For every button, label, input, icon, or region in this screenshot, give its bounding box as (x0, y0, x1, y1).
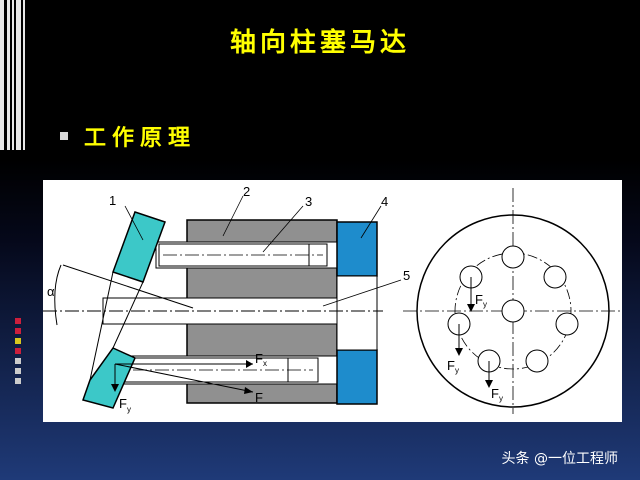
force-fx-arrow (246, 360, 253, 368)
decorative-left-bars (0, 0, 26, 480)
leader-5 (322, 279, 402, 307)
label-part-4: 4 (381, 194, 388, 209)
swash-plate-lower (82, 347, 136, 409)
bore-2 (543, 265, 567, 289)
leader-3 (262, 205, 304, 253)
label-fx-sub: x (263, 359, 267, 368)
label-fy-left-sub: y (127, 405, 131, 414)
swash-plate-edge (89, 271, 114, 381)
valve-plate-upper (336, 221, 378, 277)
bullet-text: 工作原理 (84, 125, 197, 151)
bore-4 (525, 349, 549, 373)
bullet-item: 工作原理 (60, 120, 196, 152)
valve-plate-gap (336, 275, 378, 351)
force-fy-r3-arrow (485, 380, 493, 388)
label-fy-right-c: F (491, 386, 499, 401)
label-part-2: 2 (243, 184, 250, 199)
label-fy-right-a: F (475, 292, 483, 307)
force-fy-arrow (111, 384, 119, 392)
motor-diagram: 1 2 3 4 5 α F x F F y (43, 180, 622, 422)
tilt-line (62, 264, 194, 309)
label-fy-right-b: F (447, 358, 455, 373)
watermark: 头条 @一位工程师 (501, 451, 618, 467)
cylinder-end-view: F y F y F y (403, 188, 621, 414)
motor-diagram-svg: 1 2 3 4 5 α F x F F y (43, 184, 621, 414)
force-f-arrow (244, 387, 253, 394)
label-fy-right-b-sub: y (455, 366, 459, 375)
label-fx: F (255, 351, 263, 366)
center-bore (501, 299, 525, 323)
leader-1 (124, 205, 144, 241)
alpha-arc (54, 264, 62, 326)
label-part-3: 3 (305, 194, 312, 209)
bullet-square-icon (60, 132, 68, 140)
valve-plate-lower (336, 349, 378, 405)
side-color-marks (15, 318, 23, 388)
label-alpha: α (47, 284, 55, 299)
force-fy-r2-arrow (455, 348, 463, 356)
label-part-1: 1 (109, 193, 116, 208)
swash-plate-edge-2 (112, 281, 144, 349)
bore-1 (501, 245, 525, 269)
label-f: F (255, 390, 263, 405)
bore-3 (555, 312, 579, 336)
force-f-line (114, 363, 254, 393)
leader-2 (222, 195, 244, 237)
label-fy-right-a-sub: y (483, 300, 487, 309)
slide-title: 轴向柱塞马达 (229, 28, 410, 58)
leader-4 (360, 205, 382, 239)
label-part-5: 5 (403, 268, 410, 283)
label-fy-left: F (119, 396, 127, 411)
force-fy-r1-arrow (467, 304, 475, 312)
label-fy-right-c-sub: y (499, 394, 503, 403)
